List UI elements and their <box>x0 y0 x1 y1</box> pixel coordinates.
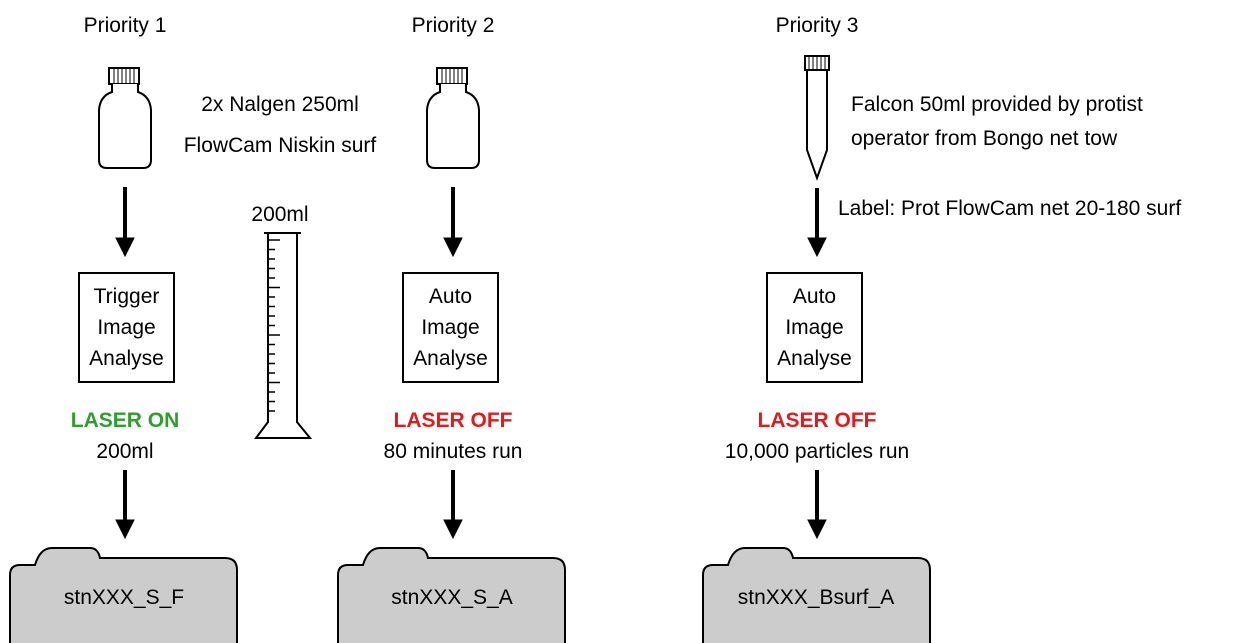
process-box-2: Auto Image Analyse <box>402 272 499 383</box>
arrow-down-icon <box>443 187 463 258</box>
run-description-3: 10,000 particles run <box>724 440 910 463</box>
arrow-down-icon <box>115 470 135 540</box>
falcon-note-line-1: Falcon 50ml provided by protist <box>851 93 1143 116</box>
laser-status-2: LASER OFF <box>393 409 513 432</box>
process-box-2-text: Auto Image Analyse <box>413 285 488 370</box>
priority-1-heading: Priority 1 <box>83 14 167 37</box>
folder-icon <box>337 547 566 643</box>
arrow-down-icon <box>807 188 827 258</box>
folder-icon <box>702 547 931 643</box>
sample-note-line-2: FlowCam Niskin surf <box>183 134 377 157</box>
folder-label-2: stnXXX_S_A <box>391 586 513 609</box>
graduated-cylinder-icon <box>254 232 313 439</box>
folder-label-1: stnXXX_S_F <box>63 586 185 609</box>
sample-note-line-1: 2x Nalgen 250ml <box>201 93 359 116</box>
falcon-tube-icon <box>804 55 830 181</box>
cylinder-volume-label: 200ml <box>251 203 309 226</box>
process-box-3: Auto Image Analyse <box>766 272 863 383</box>
flow-arrows <box>115 187 827 540</box>
laser-status-1: LASER ON <box>70 409 180 432</box>
run-description-1: 200ml <box>96 440 154 463</box>
falcon-label-text: Label: Prot FlowCam net 20-180 surf <box>838 197 1182 220</box>
folder-label-3: stnXXX_Bsurf_A <box>737 586 895 609</box>
arrow-down-icon <box>807 470 827 540</box>
priority-2-heading: Priority 2 <box>411 14 495 37</box>
run-description-2: 80 minutes run <box>383 440 523 463</box>
bottle-icon <box>426 67 480 169</box>
process-box-3-text: Auto Image Analyse <box>777 285 852 370</box>
priority-3-heading: Priority 3 <box>775 14 859 37</box>
process-box-1-text: Trigger Image Analyse <box>89 285 164 370</box>
falcon-note-line-2: operator from Bongo net tow <box>851 127 1118 150</box>
arrow-down-icon <box>443 470 463 540</box>
process-box-1: Trigger Image Analyse <box>78 272 175 383</box>
folder-icon <box>9 547 238 643</box>
arrow-down-icon <box>115 187 135 258</box>
bottle-icon <box>98 67 152 169</box>
laser-status-3: LASER OFF <box>757 409 877 432</box>
